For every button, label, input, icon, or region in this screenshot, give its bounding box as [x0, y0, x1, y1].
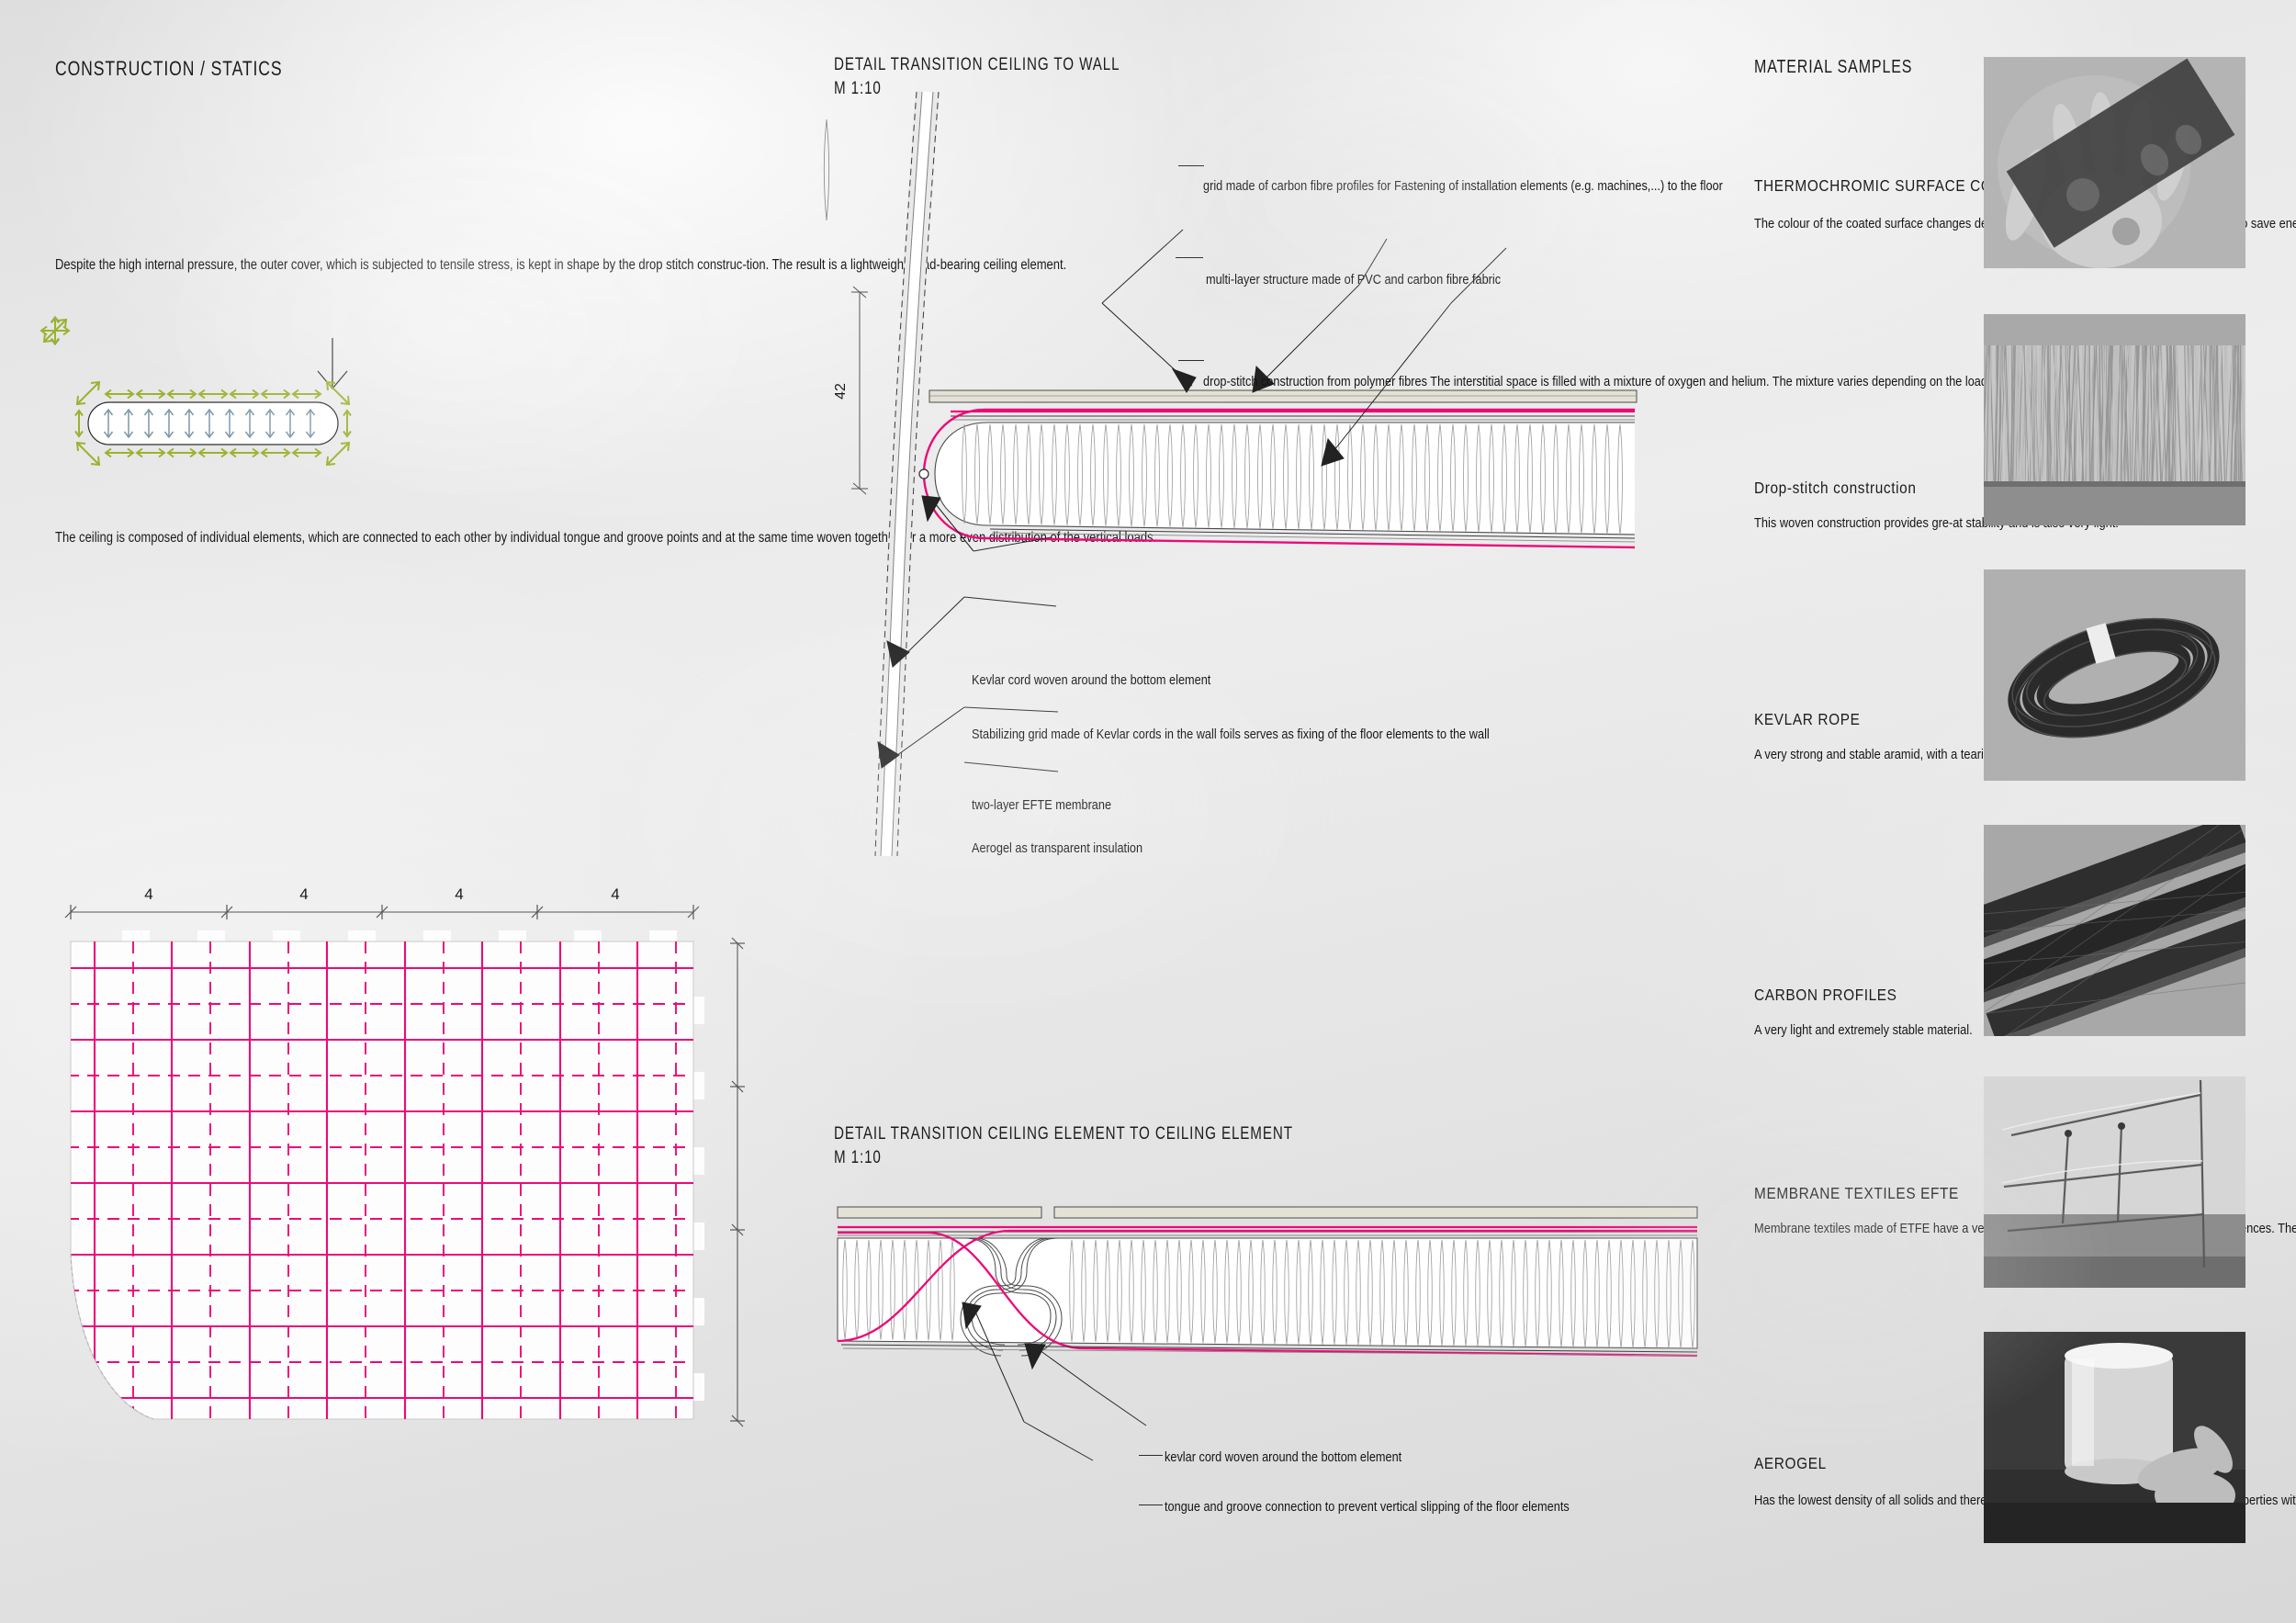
material-desc-kevlar-rope: A very strong and stable aramid, with a …: [1754, 748, 2174, 762]
annotation-efte-membrane: two-layer EFTE membrane: [972, 798, 1112, 813]
detail-element-title: DETAIL TRANSITION CEILING ELEMENT TO CEI…: [834, 1124, 1293, 1144]
annotation-carbon-grid: grid made of carbon fibre profiles for F…: [1203, 179, 1723, 195]
annotation-tongue-groove: tongue and groove connection to prevent …: [1165, 1500, 1570, 1515]
svg-text:4: 4: [611, 885, 619, 903]
material-desc-carbon-profiles: A very light and extremely stable materi…: [1754, 1023, 1973, 1038]
tongue-and-groove-joint: [960, 1237, 1063, 1357]
leader-tick-4: [1139, 1455, 1163, 1456]
detail-wall-scale: M 1:10: [834, 79, 882, 98]
material-name-carbon-profiles: CARBON PROFILES: [1754, 986, 1897, 1004]
plan-right-dimension-line: [730, 937, 745, 1427]
material-photo-kevlar-rope: [1984, 569, 2245, 781]
material-photo-drop-stitch: [1984, 314, 2245, 525]
material-desc-membrane-etfe: Membrane textiles made of ETFE have a ve…: [1754, 1222, 2296, 1236]
drop-stitch-fibres: [823, 118, 830, 221]
plan-plate-outline: [70, 930, 704, 1420]
material-name-aerogel: AEROGEL: [1754, 1454, 1827, 1472]
svg-text:4: 4: [455, 885, 463, 903]
carbon-fibre-grid-bar: [929, 389, 1638, 403]
leader-tick-2: [1176, 257, 1203, 258]
ceiling-element-body: [823, 118, 1636, 535]
element-bodies: [837, 1237, 1698, 1349]
drop-stitch-fibres-element: [842, 1239, 1695, 1349]
leader-tick-3: [1178, 360, 1204, 361]
page-title: CONSTRUCTION / STATICS: [55, 57, 283, 80]
material-photo-membrane-etfe: [1984, 1076, 2245, 1288]
material-photo-carbon-profiles: [1984, 825, 2245, 1036]
material-photo-thermochromic: [1984, 57, 2245, 268]
detail-wall-leader-arrows: [877, 284, 1452, 769]
material-desc-aerogel: Has the lowest density of all solids and…: [1754, 1493, 2296, 1508]
plan-top-dimension-labels: 4 4 4 4: [144, 885, 619, 903]
annotation-aerogel-insulation: Aerogel as transparent insulation: [972, 841, 1143, 856]
material-name-kevlar-rope: KEVLAR ROPE: [1754, 710, 1861, 728]
svg-text:4: 4: [299, 885, 308, 903]
intro-paragraph-1: Despite the high internal pressure, the …: [55, 257, 1067, 273]
detail-element-scale: M 1:10: [834, 1148, 882, 1167]
multilayer-bottom-skin: [989, 528, 1636, 543]
svg-text:4: 4: [144, 885, 152, 903]
materials-title: MATERIAL SAMPLES: [1754, 57, 1913, 77]
annotation-stabilizing-grid: Stabilizing grid made of Kevlar cords in…: [972, 727, 1490, 743]
material-photo-aerogel: [1984, 1332, 2245, 1543]
kevlar-cord-node: [918, 468, 929, 479]
material-name-membrane-etfe: MEMBRANE TEXTILES EFTE: [1754, 1184, 1959, 1202]
element-bottom-skins: [840, 1344, 1698, 1357]
multilayer-top-skin: [951, 410, 1635, 421]
annotation-drop-stitch: drop-stitch construction from polymer fi…: [1203, 375, 2064, 390]
detail-wall-height-dimension: [851, 286, 868, 495]
material-desc-thermochromic: The colour of the coated surface changes…: [1754, 217, 2296, 231]
plan-structural-grid: [71, 941, 693, 1419]
wall-section: [874, 91, 940, 857]
material-name-drop-stitch: Drop-stitch construction: [1754, 479, 1917, 497]
tensile-stress-arrows: [39, 316, 352, 466]
detail-wall-drawing: 42: [823, 91, 1745, 974]
load-arrow-icon: [317, 338, 348, 390]
detail-wall-height-label: 42: [833, 383, 849, 400]
detail-wall-leader-lines: [963, 229, 1507, 772]
ceiling-plan-drawing: 4 4 4 4 4: [51, 859, 776, 1447]
crossing-kevlar-cords: [837, 1229, 1698, 1358]
intro-paragraph-2: The ceiling is composed of individual el…: [55, 530, 1157, 546]
material-desc-drop-stitch: This woven construction provides gre-at …: [1754, 516, 2119, 531]
annotation-multilayer: multi-layer structure made of PVC and ca…: [1206, 273, 1502, 288]
carbon-bars-top: [837, 1206, 1698, 1219]
detail-wall-title: DETAIL TRANSITION CEILING TO WALL: [834, 55, 1120, 74]
tensile-stress-diagram: [39, 315, 569, 496]
material-name-thermochromic: THERMOCHROMIC SURFACE COA- TING: [1754, 176, 2048, 196]
leader-tick-1: [1178, 165, 1204, 166]
plan-top-dimension-line: [64, 905, 700, 919]
detail-element-drawing: [827, 1194, 1745, 1497]
annotation-kevlar-cord-wall: Kevlar cord woven around the bottom elem…: [972, 673, 1211, 689]
annotation-kevlar-cord-element: kevlar cord woven around the bottom elem…: [1165, 1450, 1402, 1465]
ceiling-element-capsule: [87, 401, 339, 445]
detail-element-leader-arrows: [962, 1302, 1094, 1423]
plan-curved-edge: [70, 1253, 154, 1420]
